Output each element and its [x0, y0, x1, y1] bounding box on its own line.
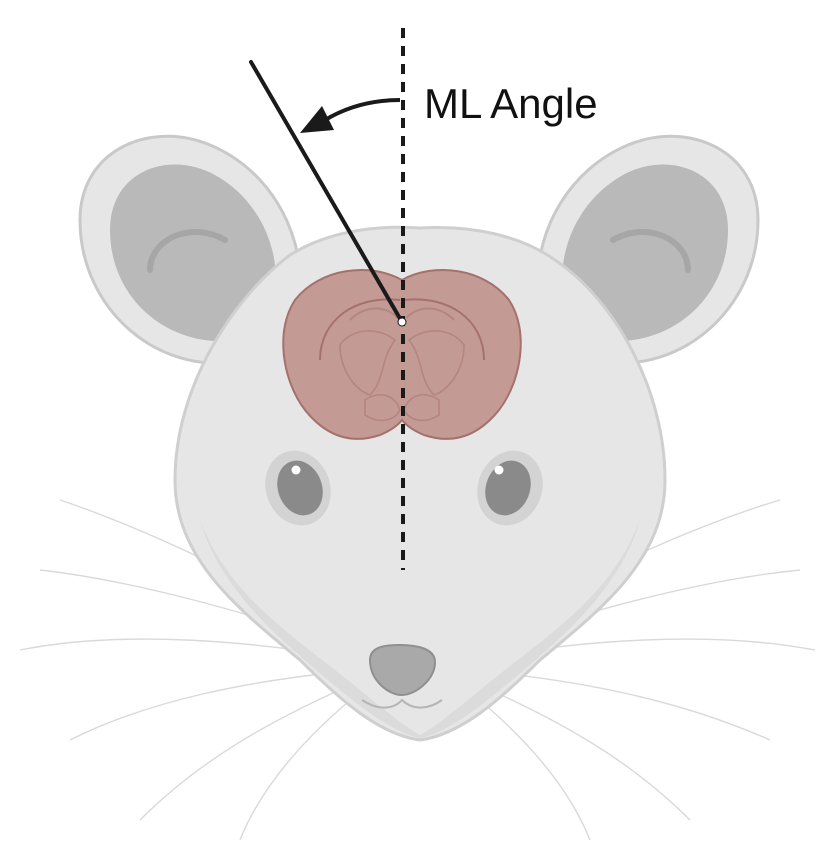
left-eye	[265, 450, 331, 526]
nose	[361, 643, 443, 709]
right-eye	[477, 450, 543, 526]
ml-angle-label: ML Angle	[424, 80, 598, 127]
angle-arrow	[300, 98, 401, 133]
probe-line	[249, 60, 404, 324]
target-point	[397, 317, 407, 327]
right-ear	[536, 134, 760, 365]
